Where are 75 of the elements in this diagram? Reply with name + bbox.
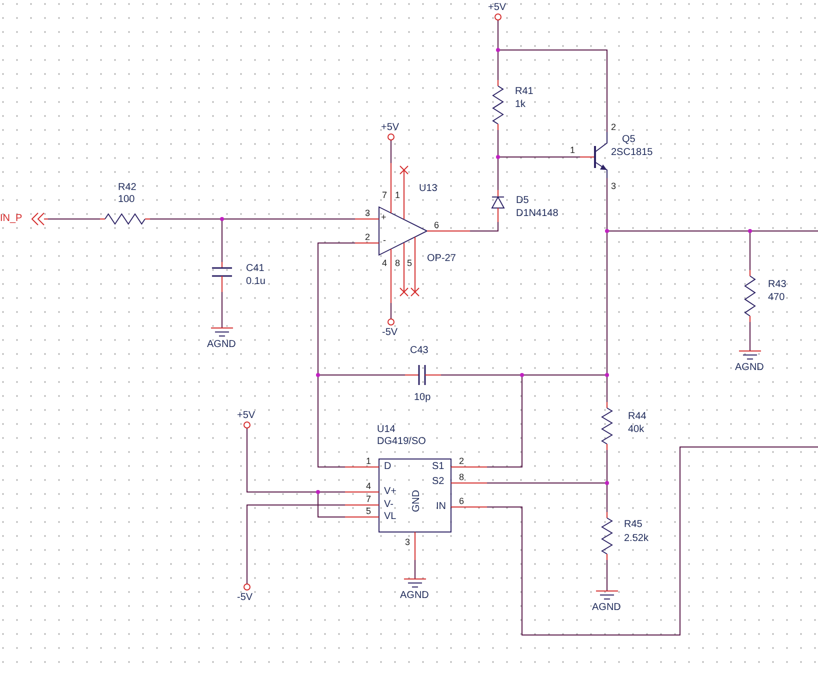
component-value: 40k (628, 425, 644, 435)
reference-designator: Q5 (622, 135, 636, 145)
reference-designator: R41 (515, 87, 534, 97)
pin-number: 1 (395, 191, 400, 200)
reference-designator: C43 (410, 346, 428, 356)
pin-number: 4 (382, 259, 388, 268)
pin-number: 1 (366, 457, 372, 466)
reference-designator: R42 (118, 183, 136, 193)
reference-designator: R43 (768, 280, 786, 290)
power-net-label: -5V (382, 328, 398, 338)
reference-designator: R44 (628, 412, 646, 422)
pin-number: 3 (365, 209, 370, 218)
part-number: 2SC1815 (611, 148, 653, 158)
component-value: 10p (414, 393, 431, 403)
wire (606, 560, 608, 588)
net-label: IN_P (0, 214, 22, 224)
pin-name: IN (436, 502, 446, 512)
pin-number: 2 (365, 233, 370, 242)
pin-name: S2 (432, 477, 444, 487)
component-value: 2.52k (624, 534, 648, 544)
wire (498, 24, 608, 132)
power-net-label: -5V (237, 593, 253, 603)
wire (486, 446, 818, 636)
reference-designator: D5 (516, 196, 529, 206)
part-number: DG419/SO (377, 437, 426, 447)
wire (246, 432, 346, 518)
pin-polarity-sign: + (381, 213, 386, 222)
reference-designator: C41 (246, 264, 264, 274)
wire (318, 374, 406, 468)
pin-number: 7 (366, 495, 372, 504)
part-number: D1N4148 (516, 209, 558, 219)
ground-label: AGND (207, 340, 236, 350)
wire (498, 130, 580, 158)
pin-number: 1 (570, 146, 576, 155)
pin-number: 2 (611, 123, 616, 132)
pin-name: V- (384, 500, 394, 510)
wire (390, 302, 392, 316)
pin-number: 8 (395, 259, 400, 268)
pin-number: 4 (366, 482, 372, 491)
pin-number: 6 (459, 497, 464, 506)
pin-number: 3 (611, 182, 616, 191)
wire (246, 504, 346, 582)
reference-designator: U13 (419, 184, 438, 194)
part-number: OP-27 (427, 254, 456, 264)
pin-name: V+ (384, 487, 397, 497)
pin-name: S1 (432, 462, 444, 472)
pin-name: D (384, 462, 392, 472)
wire (470, 222, 498, 232)
pin-name: VL (384, 512, 396, 522)
reference-designator: U14 (377, 425, 396, 435)
component-value: 100 (118, 195, 135, 205)
pin-name: GND (412, 490, 422, 512)
component-value: 470 (768, 293, 785, 303)
pin-number: 2 (459, 457, 464, 466)
wire (48, 218, 100, 220)
power-net-label: +5V (381, 123, 400, 133)
ground-label: AGND (592, 603, 621, 613)
wire (440, 374, 522, 468)
pin-number: 6 (434, 221, 440, 230)
wire (150, 218, 222, 262)
pin-number: 5 (407, 259, 412, 268)
ground-label: AGND (735, 363, 764, 373)
pin-number: 5 (366, 507, 372, 516)
reference-designator: R45 (624, 520, 642, 530)
pin-number: 7 (382, 191, 388, 200)
pin-number: 8 (459, 473, 464, 482)
ground-label: AGND (400, 591, 429, 601)
wire (390, 144, 392, 164)
power-net-label: +5V (488, 3, 506, 13)
component-value: 0.1u (246, 277, 266, 287)
pin-number: 3 (405, 538, 410, 547)
wire (414, 560, 416, 576)
power-net-label: +5V (237, 411, 256, 421)
component-value: 1k (515, 100, 526, 110)
pin-polarity-sign: - (383, 236, 386, 245)
